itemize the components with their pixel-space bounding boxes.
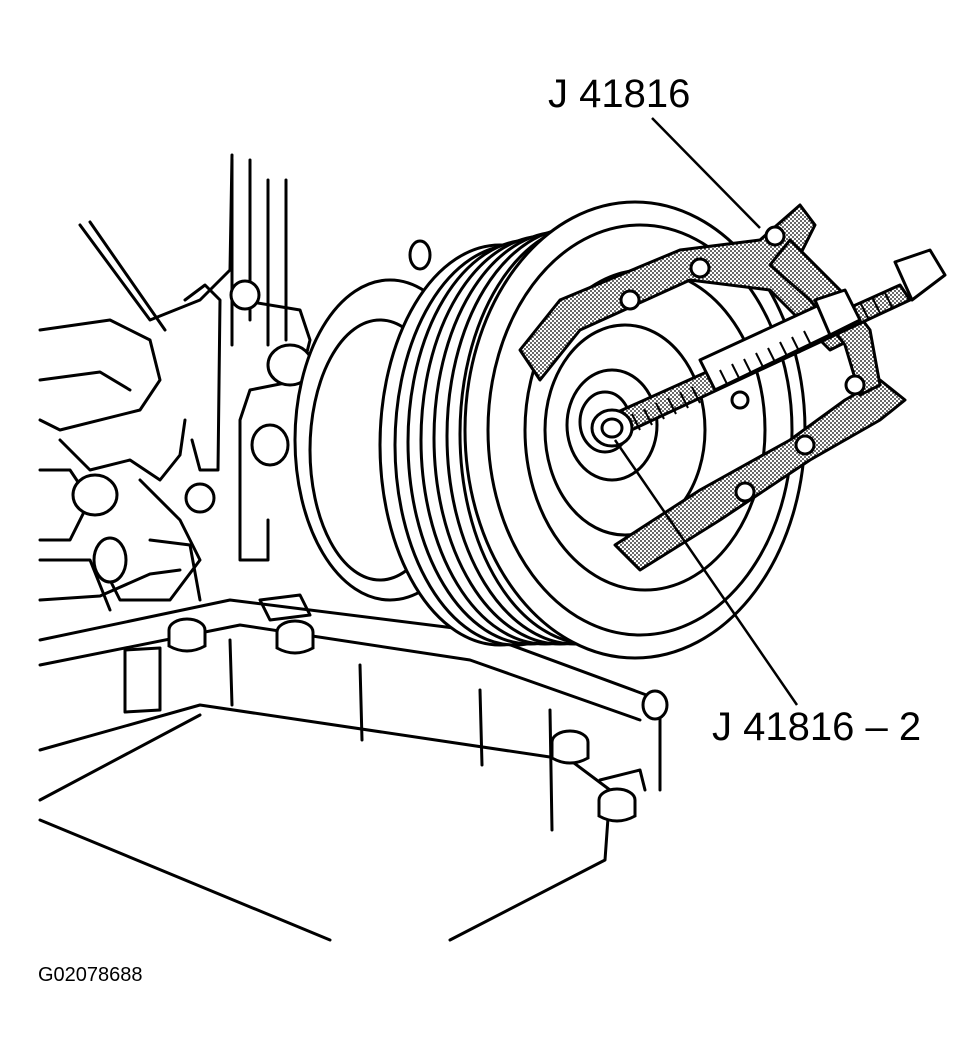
puller-tool	[518, 203, 947, 572]
oil-pan-bolt	[167, 617, 669, 823]
oil-pan	[38, 593, 662, 942]
engine-plug	[71, 279, 314, 584]
leader-line	[613, 117, 799, 706]
adapter	[590, 408, 634, 448]
callout-tool-number: J 41816	[548, 72, 691, 116]
engine-block	[38, 153, 312, 612]
figure-id: G02078688	[38, 964, 143, 986]
callout-adapter-number: J 41816 – 2	[712, 705, 922, 749]
